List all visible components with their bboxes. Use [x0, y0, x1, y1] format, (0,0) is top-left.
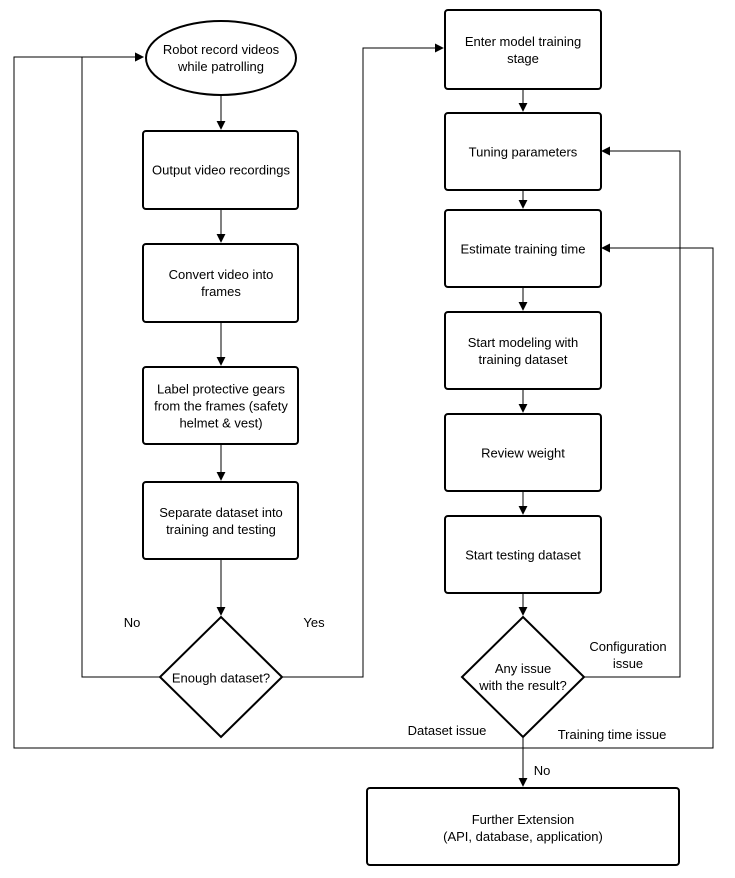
text-line: Start testing dataset [465, 548, 581, 563]
node-tuning-parameters[interactable]: Tuning parameters [444, 112, 602, 191]
text-line: stage [507, 51, 539, 66]
label-yes: Yes [303, 615, 325, 630]
text-line: with the result? [478, 678, 566, 693]
text-line: Robot record videos [163, 42, 280, 57]
text-line: (API, database, application) [443, 829, 603, 844]
text-line: Further Extension [472, 812, 575, 827]
node-review-weight[interactable]: Review weight [444, 413, 602, 492]
node-enter-training[interactable]: Enter model training stage [444, 9, 602, 90]
node-text: Convert video into frames [169, 267, 274, 299]
node-text: Separate dataset into training and testin… [159, 505, 283, 537]
text-line: helmet & vest) [179, 416, 262, 431]
text-line: Output video recordings [152, 163, 291, 178]
node-separate-dataset[interactable]: Separate dataset into training and testin… [142, 481, 299, 560]
decision-any-issue[interactable]: Any issue with the result? [460, 615, 586, 739]
node-text: Estimate training time [461, 242, 586, 257]
text-line: Convert video into [169, 267, 274, 282]
label-training-time-issue: Training time issue [558, 727, 667, 742]
text-line: frames [201, 284, 241, 299]
node-text: Robot record videos while patrolling [163, 42, 280, 74]
node-convert-video[interactable]: Convert video into frames [142, 243, 299, 323]
node-text: Tuning parameters [469, 145, 578, 160]
text-line: Start modeling with [468, 335, 579, 350]
node-further-extension[interactable]: Further Extension (API, database, applica… [366, 787, 680, 866]
node-text: Any issue with the result? [478, 661, 566, 693]
text-line: Separate dataset into [159, 505, 283, 520]
node-text: Review weight [481, 446, 565, 461]
node-start-modeling[interactable]: Start modeling with training dataset [444, 311, 602, 390]
text-line: issue [613, 656, 643, 671]
node-text: Further Extension (API, database, applica… [443, 812, 603, 844]
node-text: Output video recordings [152, 163, 291, 178]
node-text: Enough dataset? [172, 671, 270, 686]
node-text: Start testing dataset [465, 548, 581, 563]
node-text: Start modeling with training dataset [468, 335, 579, 367]
text-line: Tuning parameters [469, 145, 578, 160]
edge-config-issue-to-tuning [584, 146, 681, 678]
decision-enough-dataset[interactable]: Enough dataset? [158, 615, 284, 739]
text-line: Configuration [589, 639, 666, 654]
text-line: training and testing [166, 522, 276, 537]
edge-training-time-issue-to-estimate [523, 243, 714, 749]
text-line: while patrolling [177, 59, 264, 74]
text-line: training dataset [479, 352, 568, 367]
text-line: Any issue [495, 661, 551, 676]
node-output-recordings[interactable]: Output video recordings [142, 130, 299, 210]
text-line: Review weight [481, 446, 565, 461]
text-line: Label protective gears [157, 382, 285, 397]
edge-dataset-issue-to-robot [13, 52, 523, 749]
node-text: Enter model training stage [465, 34, 581, 66]
node-robot-record[interactable]: Robot record videos while patrolling [145, 20, 297, 96]
label-dataset-issue: Dataset issue [408, 723, 487, 738]
text-line: Estimate training time [461, 242, 586, 257]
label-no-left: No [124, 615, 141, 630]
label-configuration-issue: Configuration issue [589, 639, 666, 671]
text-line: Enter model training [465, 34, 581, 49]
edges [13, 43, 714, 787]
node-start-testing[interactable]: Start testing dataset [444, 515, 602, 594]
node-text: Label protective gears from the frames (s… [154, 382, 288, 431]
node-estimate-time[interactable]: Estimate training time [444, 209, 602, 288]
text-line: Enough dataset? [172, 671, 270, 686]
edge-enough-yes-to-enter [282, 43, 444, 678]
text-line: from the frames (safety [154, 399, 288, 414]
node-label-gears[interactable]: Label protective gears from the frames (s… [142, 366, 299, 445]
label-no-bottom: No [534, 763, 551, 778]
